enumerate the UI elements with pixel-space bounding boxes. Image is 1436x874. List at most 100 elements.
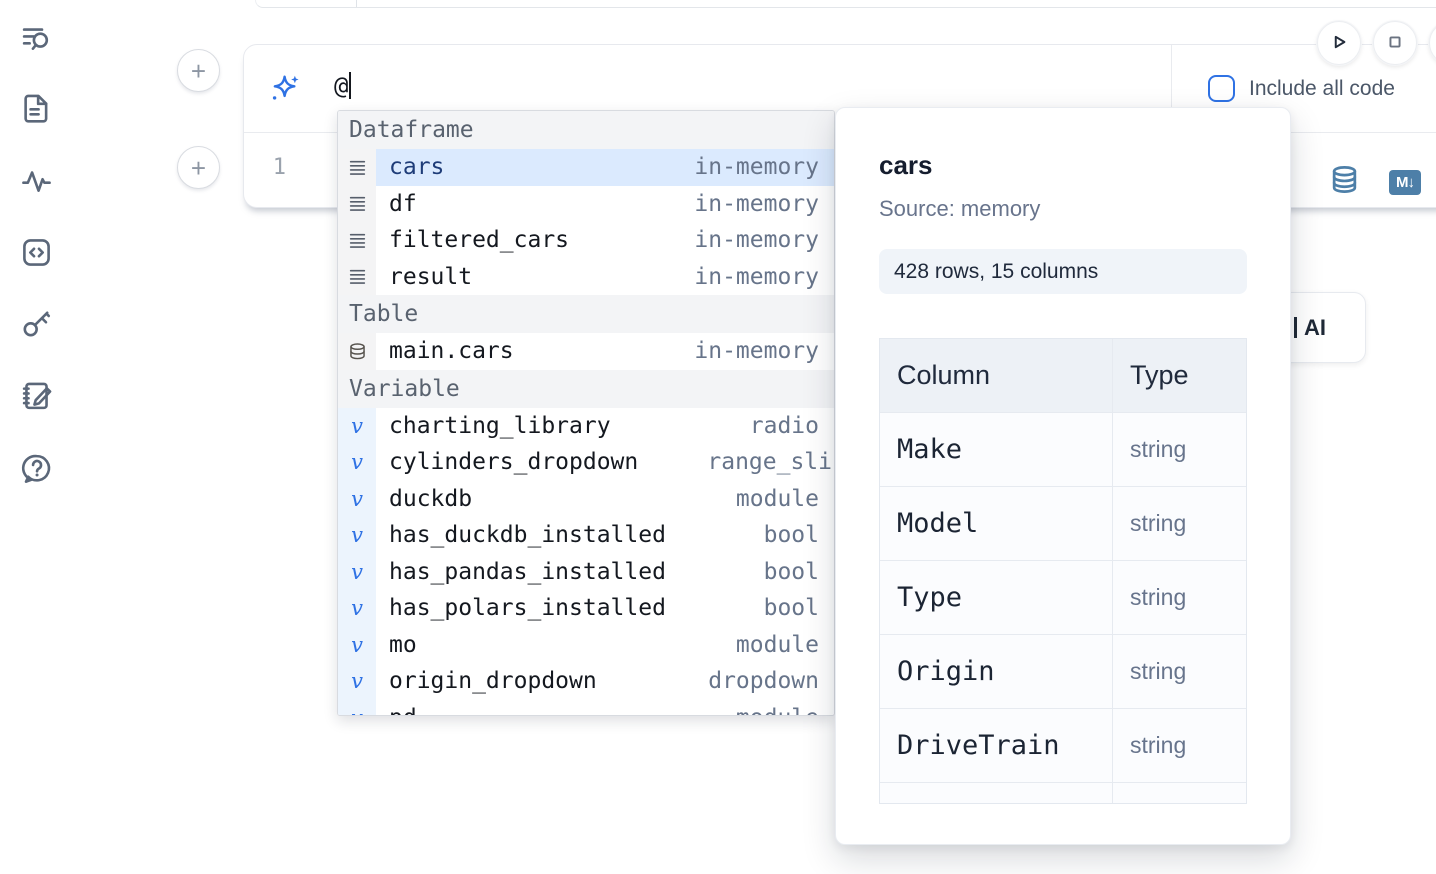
preview-title: cars [879, 150, 933, 180]
schema-column-type: string [1112, 487, 1246, 560]
ai-prompt-input[interactable]: @ [334, 72, 352, 100]
key-icon [20, 307, 53, 343]
completion-name: main.cars [389, 338, 514, 365]
dataframe-icon [338, 149, 376, 186]
variable-icon: v [338, 407, 376, 444]
include-all-code-checkbox[interactable] [1208, 75, 1235, 102]
schema-column-type [1112, 783, 1246, 803]
completion-type: in-memory [694, 338, 819, 365]
secrets-button[interactable] [17, 306, 55, 344]
activity-button[interactable] [17, 163, 55, 201]
autocomplete-section-variable: Variable [338, 369, 834, 408]
variable-icon: v [338, 553, 376, 590]
stop-icon [1382, 29, 1408, 58]
database-icon[interactable] [1329, 164, 1360, 200]
sparkles-icon [269, 73, 301, 105]
run-icon [1326, 29, 1352, 58]
variable-icon: v [338, 480, 376, 517]
completion-type: module [736, 705, 834, 715]
autocomplete-item-charting_library[interactable]: v charting_library radio [338, 407, 834, 444]
completion-type: in-memory [694, 154, 819, 181]
line-number: 1 [272, 155, 286, 180]
toc-search-icon [20, 22, 53, 58]
completion-name: has_polars_installed [389, 595, 666, 622]
file-icon [20, 92, 53, 128]
completion-type: in-memory [694, 190, 819, 217]
autocomplete-item-filtered_cars[interactable]: filtered_cars in-memory [338, 222, 834, 259]
schema-column-type: string [1112, 561, 1246, 634]
variable-icon: v [338, 517, 376, 554]
text-cursor [349, 72, 352, 99]
variable-icon: v [338, 590, 376, 627]
variable-icon: v [338, 663, 376, 700]
schema-header-cell: Column [897, 360, 991, 390]
schema-column-name: Type [897, 582, 963, 613]
code-editor-row[interactable]: 1 M↓ [244, 133, 1436, 207]
files-button[interactable] [17, 91, 55, 129]
dataframe-preview-panel: cars Source: memory 428 rows, 15 columns… [835, 107, 1291, 845]
completion-name: duckdb [389, 485, 473, 512]
run-controls [1317, 21, 1436, 65]
previous-cell-gutter-divider [356, 0, 357, 7]
completion-name: has_duckdb_installed [389, 522, 666, 549]
completion-type: radio [749, 412, 819, 439]
scratchpad-icon [20, 379, 53, 415]
toc-search-button[interactable] [17, 21, 55, 59]
markdown-export-icon[interactable]: M↓ [1389, 169, 1421, 195]
autocomplete-item-main.cars[interactable]: main.cars in-memory [338, 333, 834, 370]
completion-type: bool [763, 558, 819, 585]
schema-column-type: string [1112, 709, 1246, 782]
activity-icon [20, 164, 53, 200]
dataframe-icon [338, 222, 376, 259]
completion-type: module [735, 631, 819, 658]
autocomplete-item-has_duckdb_installed[interactable]: v has_duckdb_installed bool [338, 517, 834, 554]
completion-type: bool [763, 522, 819, 549]
schema-row [880, 782, 1246, 803]
autocomplete-item-df[interactable]: df in-memory [338, 185, 834, 222]
run-button[interactable] [1317, 21, 1361, 65]
completion-name: cylinders_dropdown [389, 449, 639, 476]
add-cell-below-button[interactable]: + [177, 146, 220, 189]
include-all-code-group: Include all code [1171, 45, 1436, 132]
help-icon [20, 452, 53, 488]
completion-name: pd [389, 705, 417, 715]
scratchpad-button[interactable] [17, 378, 55, 416]
completion-type: in-memory [694, 227, 819, 254]
autocomplete-item-has_pandas_installed[interactable]: v has_pandas_installed bool [338, 553, 834, 590]
completion-type: range_sli [707, 449, 832, 476]
schema-header-cell: Type [1112, 339, 1246, 412]
autocomplete-item-cars[interactable]: cars in-memory [338, 149, 834, 186]
clipped-text-fragment [1294, 317, 1297, 338]
include-all-code-label: Include all code [1249, 76, 1395, 100]
completion-name: result [389, 263, 473, 290]
schema-column-name: Origin [897, 656, 995, 687]
completion-name: charting_library [389, 412, 611, 439]
prompt-text: @ [334, 72, 349, 100]
code-snippets-button[interactable] [17, 235, 55, 273]
add-cell-above-button[interactable]: + [177, 49, 220, 92]
completion-name: origin_dropdown [389, 668, 597, 695]
stop-button[interactable] [1373, 21, 1417, 65]
completion-name: cars [389, 154, 445, 181]
completion-name: df [389, 190, 417, 217]
schema-column-name: DriveTrain [897, 730, 1060, 761]
schema-row: Type string [880, 560, 1246, 634]
autocomplete-item-pd[interactable]: vpdmodule [338, 699, 834, 715]
completion-name: filtered_cars [389, 227, 570, 254]
dataframe-icon [338, 258, 376, 295]
help-button[interactable] [17, 451, 55, 489]
code-block-icon [20, 236, 53, 272]
extra-action-button[interactable] [1429, 21, 1436, 65]
completion-name: has_pandas_installed [389, 558, 666, 585]
